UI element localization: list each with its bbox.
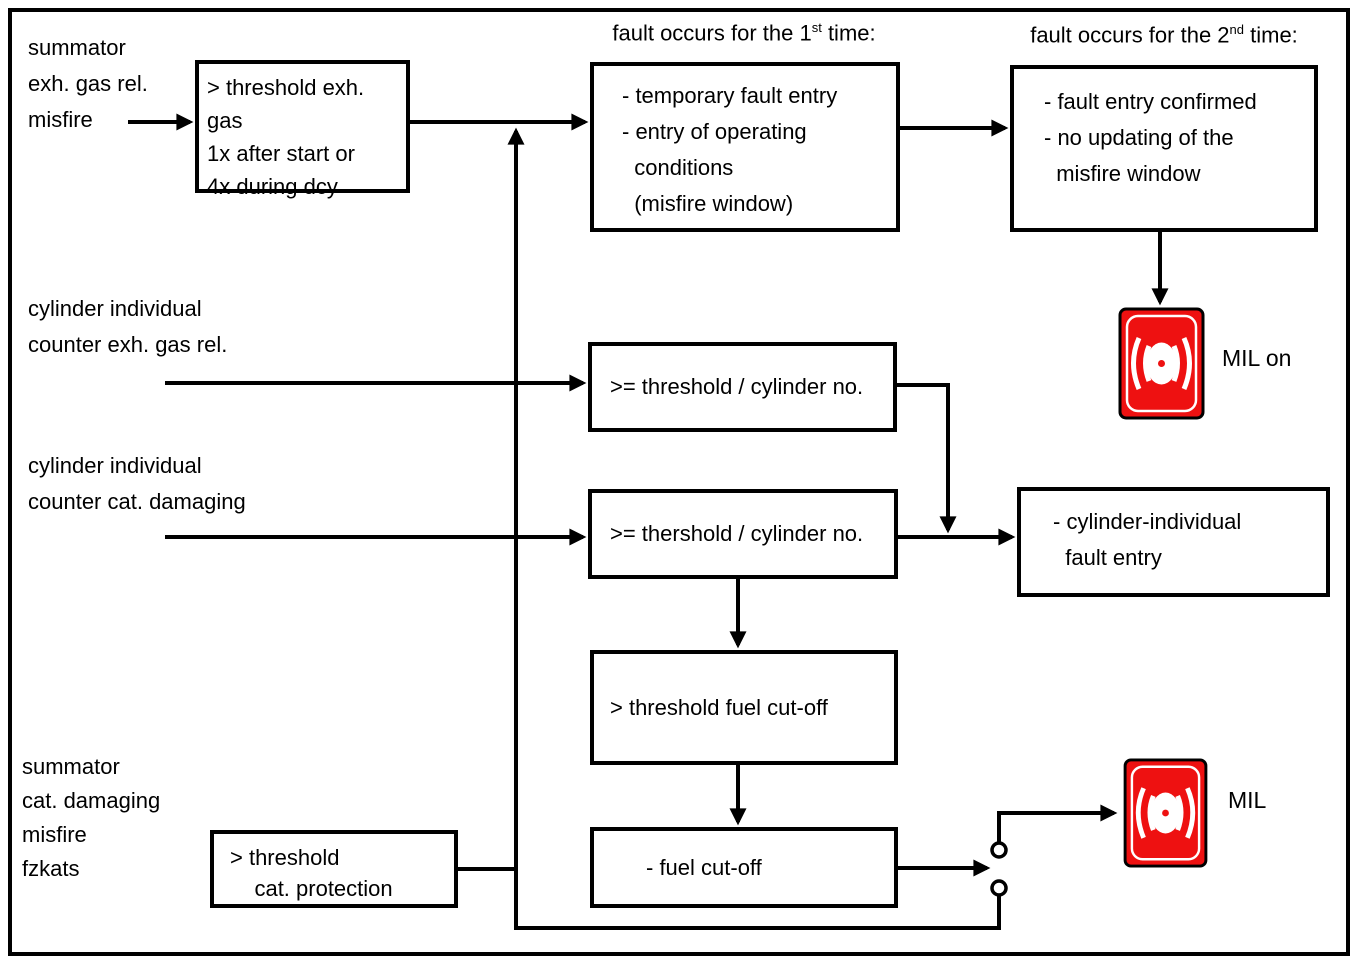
input-label-summator-misfire: summator exh. gas rel. misfire	[28, 35, 148, 132]
box-fault-entry-confirmed: - fault entry confirmed - no updating of…	[1010, 65, 1318, 232]
box-threshold-cylinder-cat: >= thershold / cylinder no.	[588, 489, 898, 579]
input-label-summator-cat: summator cat. damaging misfire fzkats	[22, 754, 161, 881]
switch-contact-icon	[990, 841, 1008, 897]
mil-label: MIL	[1228, 787, 1267, 813]
box-threshold-cylinder-exh: >= threshold / cylinder no.	[588, 342, 897, 432]
diagram-border	[8, 8, 1350, 956]
mil-on-label: MIL on	[1222, 345, 1292, 371]
box-temporary-fault-entry: - temporary fault entry - entry of opera…	[590, 62, 900, 232]
mil-lamp	[1123, 758, 1208, 873]
mil-lamp-icon	[1123, 758, 1208, 868]
mil-lamp-icon	[1118, 307, 1205, 420]
box-threshold-cat-protection: > threshold cat. protection	[210, 830, 458, 908]
mil-on-lamp	[1118, 307, 1205, 425]
header-fault-second-time: fault occurs for the 2nd time:	[1030, 22, 1298, 48]
header-fault-first-time: fault occurs for the 1st time:	[612, 20, 876, 46]
box-fuel-cutoff: - fuel cut-off	[590, 827, 898, 908]
box-threshold-fuel-cutoff: > threshold fuel cut-off	[590, 650, 898, 765]
input-label-cylinder-counter-exh: cylinder individual counter exh. gas rel…	[28, 296, 228, 357]
box-cylinder-individual-fault-entry: - cylinder-individual fault entry	[1017, 487, 1330, 597]
box-threshold-exh-gas: > threshold exh. gas 1x after start or 4…	[195, 60, 410, 199]
input-label-cylinder-counter-cat: cylinder individual counter cat. damagin…	[28, 453, 246, 514]
